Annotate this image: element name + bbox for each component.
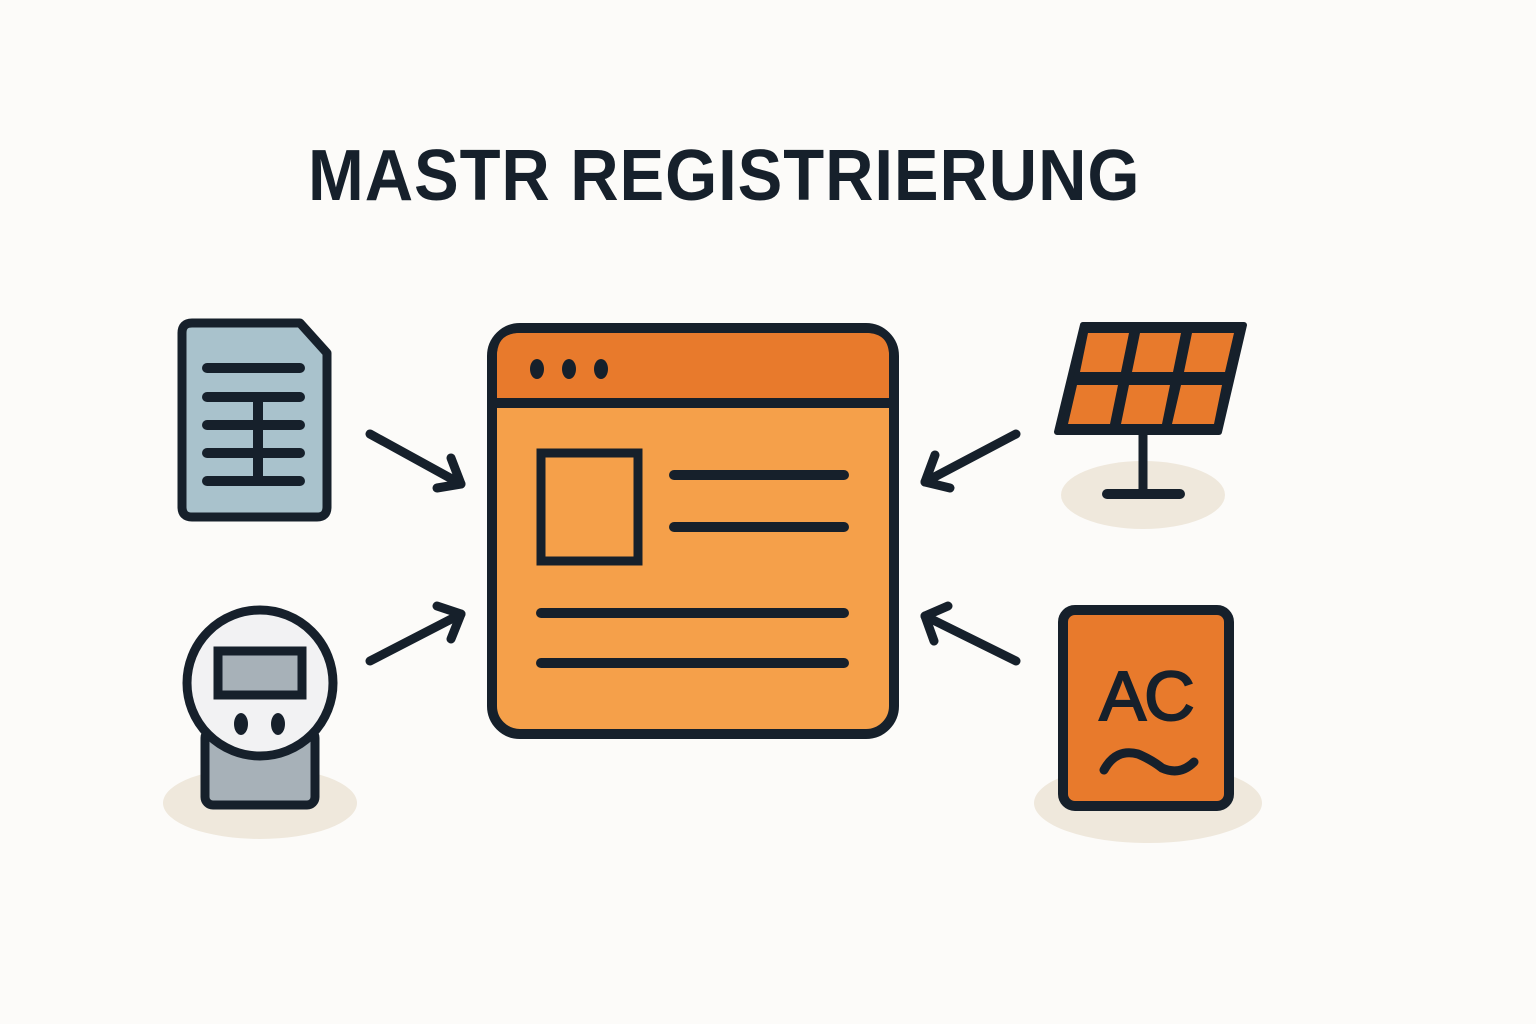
page-title: MASTR REGISTRIERUNG: [308, 136, 1141, 216]
ac-inverter-icon: AC: [1034, 605, 1262, 843]
solar-panel-icon: [1054, 322, 1247, 529]
arrow-solar-to-portal: [920, 429, 1021, 493]
electricity-meter-icon: [163, 605, 357, 839]
image-placeholder: [536, 448, 643, 566]
arrow-meter-to-portal: [365, 601, 466, 666]
ac-wave-symbol: [1099, 748, 1199, 776]
window-dots: [530, 359, 608, 379]
web-portal-window: [487, 323, 899, 739]
text-lines: [536, 470, 849, 668]
arrow-document-to-portal: [365, 429, 466, 493]
inverter-label: AC: [1099, 657, 1192, 735]
window-titlebar: [497, 333, 889, 400]
arrow-inverter-to-portal: [920, 601, 1021, 666]
document-icon: [177, 318, 332, 522]
